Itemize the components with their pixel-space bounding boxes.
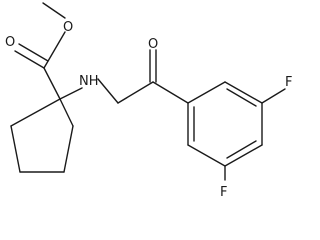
methyl-ester-group <box>14 2 66 100</box>
ketone-oxygen-label: O <box>148 37 158 52</box>
bond-to-fluorine-top <box>261 88 286 104</box>
bond-ring-2 <box>10 125 21 173</box>
bond-aryl-inner-2 <box>226 140 257 159</box>
bond-quaternary-to-ester-carbon <box>43 67 61 100</box>
bond-ring-5 <box>59 98 74 127</box>
bond-aryl-4 <box>224 144 263 167</box>
bond-o-to-methyl <box>42 2 66 19</box>
bond-carbonyl-double-b <box>18 43 49 62</box>
ester-carbonyl-oxygen-label: O <box>5 35 15 50</box>
chemical-structure-diagram: O O NH O F F <box>5 2 292 200</box>
fluorine-top-label: F <box>285 75 292 90</box>
bond-ch2-to-ketone-carbon <box>117 81 154 104</box>
bond-aryl-inner-1 <box>226 88 257 107</box>
amino-ketone-chain <box>59 49 189 104</box>
bond-ring-1 <box>10 98 61 127</box>
ester-methoxy-oxygen-label: O <box>63 20 73 35</box>
atom-labels: O O NH O F F <box>5 20 292 200</box>
bond-aryl-2 <box>224 81 263 104</box>
bond-ester-carbon-to-o <box>43 31 66 69</box>
fluorine-bottom-label: F <box>220 185 227 200</box>
cyclopentane-ring <box>10 98 74 173</box>
bond-n-to-ch2 <box>97 78 119 104</box>
bond-ring-4 <box>63 125 74 173</box>
bond-ketone-to-ring <box>152 81 189 104</box>
bond-quaternary-to-n <box>59 87 83 100</box>
bond-aryl-1 <box>187 81 226 104</box>
bond-carbonyl-double-a <box>14 50 45 69</box>
difluorophenyl-ring <box>187 81 286 181</box>
bond-aryl-5 <box>187 144 226 167</box>
amine-nitrogen-label: NH <box>79 74 99 89</box>
